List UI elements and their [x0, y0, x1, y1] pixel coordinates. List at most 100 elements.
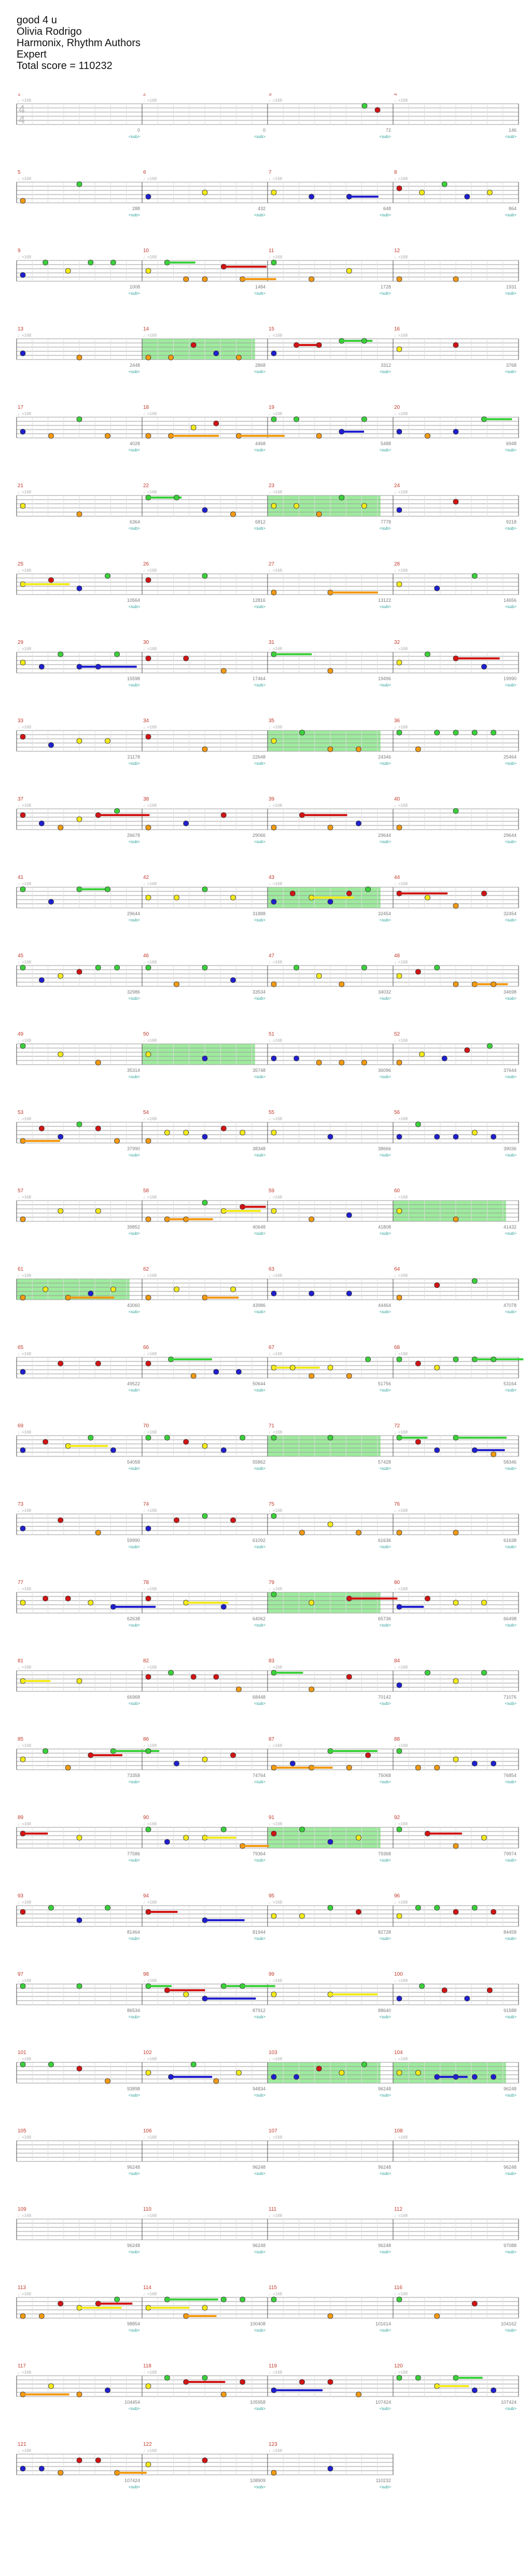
note-gem	[95, 965, 101, 971]
measure-number: 57	[18, 1188, 24, 1194]
note-gem	[183, 1991, 189, 1998]
sustain-tail	[484, 418, 512, 420]
tempo-label: ♩=168	[143, 98, 157, 103]
note-gem	[453, 1600, 459, 1606]
note-gem	[164, 1435, 170, 1441]
note-gem	[396, 2070, 402, 2076]
note-gem	[339, 1059, 345, 1066]
tempo-label: ♩=168	[394, 2057, 408, 2061]
note-gem	[434, 2313, 440, 2319]
note-gem	[271, 1913, 277, 1919]
sustain-tail	[239, 435, 285, 437]
song-charter: Harmonix, Rhythm Authors	[17, 37, 141, 49]
note-gem	[202, 1134, 208, 1140]
measure-score: 74764	[253, 1773, 266, 1778]
note-gem	[415, 1360, 421, 1367]
note-gem	[434, 1905, 440, 1911]
sustain-tail	[456, 657, 500, 659]
measure-label: <sub>	[380, 291, 392, 296]
note-gem	[76, 181, 82, 187]
note-gem	[88, 1290, 94, 1297]
tempo-label: ♩=168	[269, 1430, 283, 1435]
note-gem	[43, 1286, 48, 1292]
measure-score: 72	[386, 128, 391, 133]
note-gem	[145, 965, 151, 971]
note-gem	[271, 503, 277, 509]
measure-number: 115	[269, 2285, 277, 2291]
note-gem	[145, 2383, 151, 2389]
note-gem	[38, 664, 45, 670]
song-difficulty: Expert	[17, 49, 47, 60]
measure-score: 1008	[130, 284, 140, 290]
note-gem	[365, 1356, 371, 1362]
tempo-label: ♩=168	[143, 333, 157, 338]
measure-label: <sub>	[254, 1231, 266, 1236]
measure-score: 6812	[255, 519, 266, 525]
note-gem	[425, 651, 430, 657]
note-gem	[481, 1670, 487, 1676]
note-gem	[145, 655, 151, 662]
note-gem	[58, 1360, 64, 1367]
measure-score: 37644	[504, 1068, 516, 1073]
tempo-label: ♩=168	[143, 2135, 157, 2140]
measure-number: 71	[269, 1423, 275, 1429]
sustain-tail	[399, 1606, 424, 1608]
note-gem	[105, 573, 110, 579]
note-gem	[76, 1678, 82, 1684]
note-gem	[425, 1595, 430, 1602]
note-gem	[76, 1835, 82, 1841]
note-gem	[105, 2387, 110, 2393]
tempo-label: ♩=168	[269, 1665, 283, 1670]
sustain-tail	[399, 1437, 428, 1439]
note-gem	[415, 2375, 421, 2381]
measure-number: 34	[143, 718, 149, 724]
sustain-tail	[167, 261, 195, 264]
note-gem	[20, 965, 26, 971]
measure-label: <sub>	[380, 1623, 392, 1628]
sustain-tail	[399, 892, 448, 894]
note-gem	[58, 1134, 64, 1140]
measure-label: <sub>	[505, 1231, 517, 1236]
measure-score: 71076	[504, 1695, 516, 1700]
note-gem	[374, 107, 381, 113]
note-gem	[361, 338, 367, 344]
note-gem	[453, 429, 459, 435]
measure-score: 0	[137, 128, 140, 133]
measure-number: 53	[18, 1110, 24, 1115]
note-gem	[202, 276, 208, 282]
note-gem	[105, 433, 110, 439]
tempo-label: ♩=168	[394, 2135, 408, 2140]
sustain-tail	[167, 1989, 205, 1991]
measure-number: 80	[394, 1580, 400, 1586]
tempo-label: ♩=168	[269, 1117, 283, 1121]
measure-label: <sub>	[129, 1231, 141, 1236]
note-gem	[299, 2379, 305, 2385]
measure-number: 111	[269, 2207, 277, 2212]
measure-score: 29644	[127, 911, 140, 916]
measure-score: 32986	[127, 989, 140, 995]
note-gem	[271, 189, 277, 196]
note-gem	[491, 1760, 497, 1767]
note-gem	[453, 499, 459, 505]
measure-number: 13	[18, 326, 24, 332]
measure-score: 107424	[375, 2400, 391, 2405]
tempo-label: ♩=168	[143, 2213, 157, 2218]
tempo-label: ♩=168	[18, 98, 32, 103]
tempo-label: ♩=168	[269, 568, 283, 573]
note-gem	[487, 189, 493, 196]
sustain-tail	[474, 1449, 505, 1451]
measure-score: 96248	[378, 2165, 391, 2170]
note-gem	[164, 2375, 170, 2381]
measure-score: 79364	[253, 1851, 266, 1856]
measure-label: <sub>	[380, 1466, 392, 1471]
note-gem	[95, 1125, 101, 1132]
measure-score: 38666	[378, 1146, 391, 1151]
note-gem	[289, 890, 296, 897]
measure-score: 107424	[501, 2400, 516, 2405]
measure-label: <sub>	[505, 526, 517, 531]
note-gem	[20, 1294, 26, 1301]
note-gem	[396, 824, 402, 831]
measure-label: <sub>	[505, 1310, 517, 1314]
tempo-label: ♩=168	[18, 2292, 32, 2296]
note-gem	[434, 1134, 440, 1140]
